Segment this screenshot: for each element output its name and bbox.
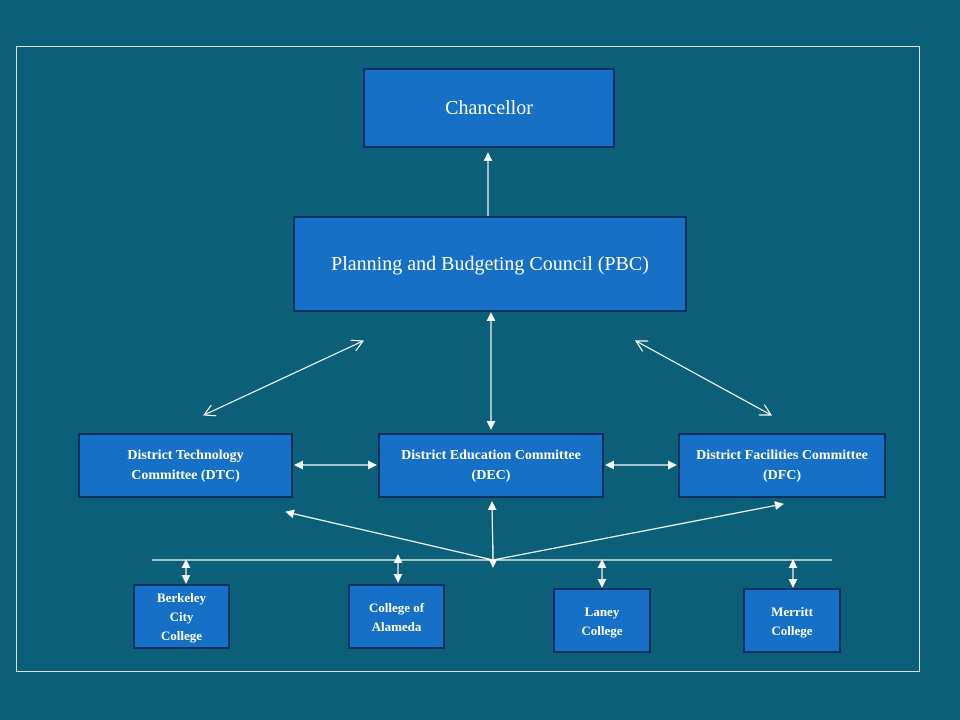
node-chancellor-label: Chancellor xyxy=(445,96,533,119)
node-dtc-label: District Technology Committee (DTC) xyxy=(127,447,244,483)
node-laney-college: Laney College xyxy=(553,588,651,653)
node-coa-label: College of Alameda xyxy=(368,599,425,634)
node-dfc-label: District Facilities Committee (DFC) xyxy=(696,447,868,483)
node-district-facilities-committee: District Facilities Committee (DFC) xyxy=(678,433,886,498)
node-planning-budgeting-council: Planning and Budgeting Council (PBC) xyxy=(293,216,687,312)
node-dec-label: District Education Committee (DEC) xyxy=(401,447,581,483)
node-district-education-committee: District Education Committee (DEC) xyxy=(378,433,604,498)
node-college-of-alameda: College of Alameda xyxy=(348,584,445,649)
node-laney-label: Laney College xyxy=(581,603,623,638)
node-bcc-label: Berkeley City College xyxy=(156,590,207,643)
node-merritt-college: Merritt College xyxy=(743,588,841,653)
node-district-technology-committee: District Technology Committee (DTC) xyxy=(78,433,293,498)
diagram-frame xyxy=(16,46,920,672)
node-chancellor: Chancellor xyxy=(363,68,615,148)
node-merritt-label: Merritt College xyxy=(771,603,813,638)
node-berkeley-city-college: Berkeley City College xyxy=(133,584,230,649)
node-pbc-label: Planning and Budgeting Council (PBC) xyxy=(331,252,649,275)
